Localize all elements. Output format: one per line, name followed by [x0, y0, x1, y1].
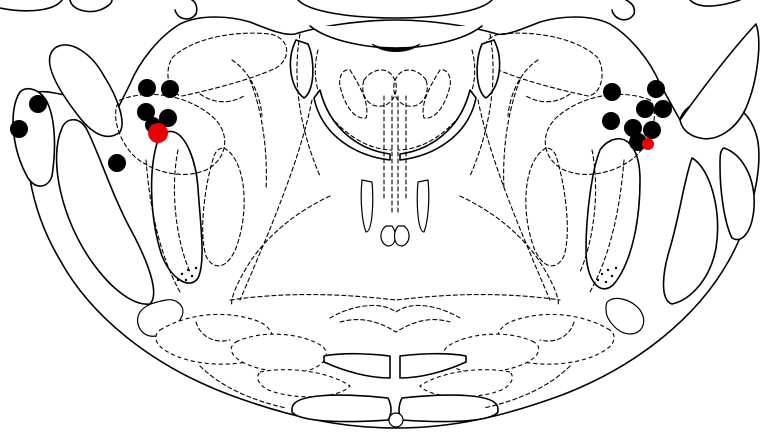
left-black-marker: [10, 120, 28, 138]
left-black-marker: [138, 79, 156, 97]
right-red-marker: [642, 138, 654, 150]
right-black-marker: [643, 121, 661, 139]
right-black-marker: [636, 100, 654, 118]
right-black-marker: [603, 83, 621, 101]
left-black-marker: [29, 95, 47, 113]
left-red-marker: [148, 123, 168, 143]
top-left-cut-structures: [0, 0, 197, 19]
top-right-cut-structures: [298, 0, 740, 20]
right-black-marker: [647, 80, 665, 98]
right-black-marker: [602, 112, 620, 130]
left-black-marker: [108, 154, 126, 172]
left-black-marker: [161, 80, 179, 98]
section-outline: [26, 17, 759, 428]
right-black-marker: [654, 100, 672, 118]
